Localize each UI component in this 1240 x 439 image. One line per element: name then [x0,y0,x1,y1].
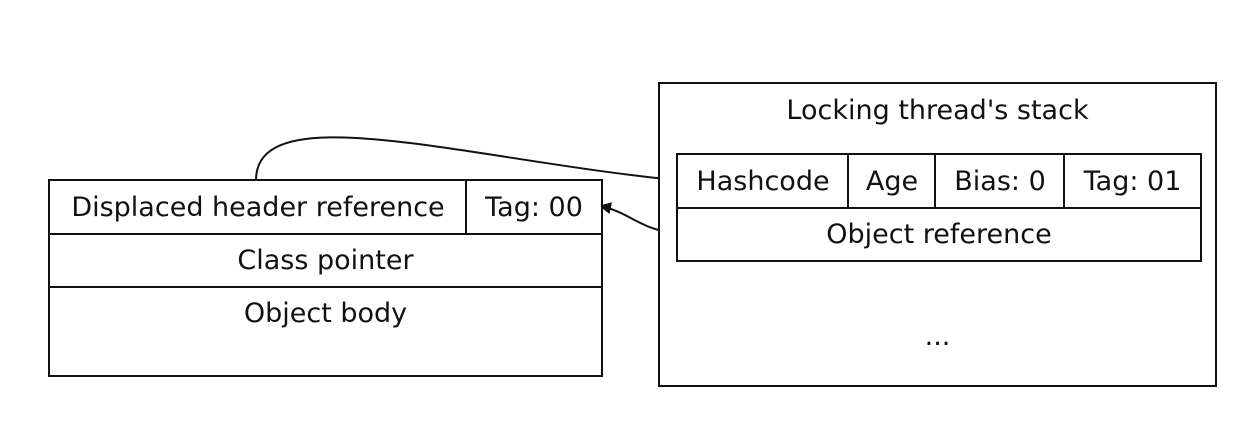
object-tag-cell: Tag: 00 [485,191,583,223]
object-header-divider [465,181,467,233]
class-pointer-cell: Class pointer [237,245,414,276]
object-box: Displaced header reference Tag: 00 Class… [48,179,603,377]
stack-tag-cell: Tag: 01 [1083,165,1182,197]
displaced-header-cell: Displaced header reference [71,191,445,223]
object-row-divider-2 [50,286,601,288]
bias-cell: Bias: 0 [954,165,1046,197]
stack-box: Locking thread's stack Hashcode Age Bias… [658,82,1217,387]
field-divider-1 [847,155,849,207]
displaced-header-to-stack-arrow [255,136,677,185]
stack-title: Locking thread's stack [786,94,1089,126]
object-reference-cell: Object reference [826,219,1052,250]
field-divider-2 [934,155,936,207]
age-cell: Age [865,165,919,197]
hashcode-cell: Hashcode [696,165,830,197]
object-body-cell: Object body [243,297,408,329]
stack-ellipsis: ... [924,320,951,352]
lock-record: Hashcode Age Bias: 0 Tag: 01 Object refe… [676,153,1202,262]
field-divider-3 [1063,155,1065,207]
object-row-divider-1 [50,233,601,235]
lock-record-divider [678,207,1200,209]
